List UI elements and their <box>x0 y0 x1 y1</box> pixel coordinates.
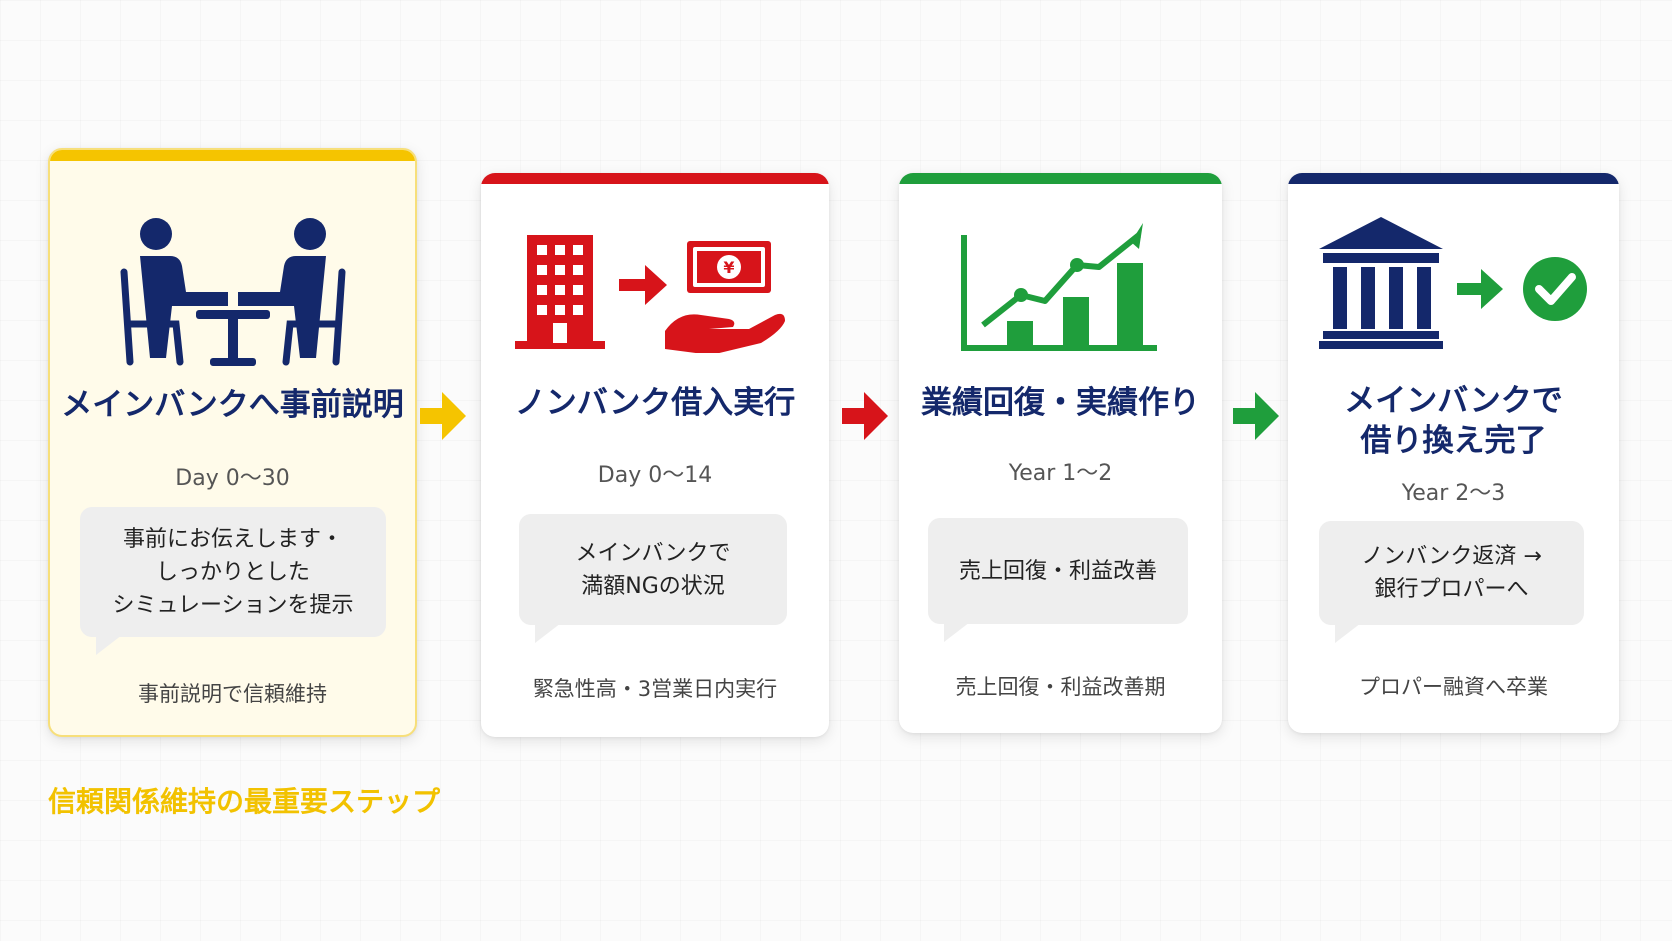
step-card-3-footer: 売上回復・利益改善期 <box>955 675 1166 699</box>
step-card-4-bubble: ノンバンク返済 → 銀行プロパーへ <box>1319 521 1584 643</box>
step-card-2-bubble: メインバンクで 満額NGの状況 <box>519 514 787 643</box>
step-card-2-period: Day 0〜14 <box>597 463 713 488</box>
step-card-2-footer: 緊急性高・3営業日内実行 <box>532 677 778 701</box>
growth-chart-icon <box>899 221 1222 355</box>
step-card-4-title: メインバンクで 借り換え完了 <box>1344 383 1563 459</box>
step-card-4-footer: プロパー融資へ卒業 <box>1359 675 1548 699</box>
step-card-3: 業績回復・実績作り Year 1〜2 売上回復・利益改善 売上回復・利益改善期 <box>899 173 1222 733</box>
step-card-4-period: Year 2〜3 <box>1401 481 1506 506</box>
step-card-2-title: ノンバンク借入実行 <box>514 385 796 421</box>
step-card-4: メインバンクで 借り換え完了 Year 2〜3 ノンバンク返済 → 銀行プロパー… <box>1288 173 1619 733</box>
step-card-1-topbar <box>50 150 415 161</box>
step-card-1-period: Day 0〜30 <box>175 466 290 491</box>
building-to-money-icon: ¥ <box>481 233 829 353</box>
step-card-3-topbar <box>899 173 1222 184</box>
step-card-4-topbar <box>1288 173 1619 184</box>
flow-arrow-1 <box>420 392 466 440</box>
svg-text:¥: ¥ <box>723 258 734 277</box>
step-card-3-period: Year 1〜2 <box>1008 461 1113 486</box>
flow-arrow-2 <box>842 392 888 440</box>
step-card-3-title: 業績回復・実績作り <box>921 385 1200 421</box>
caption: 信頼関係維持の最重要ステップ <box>48 785 441 818</box>
flow-arrow-3 <box>1233 392 1279 440</box>
step-card-1-bubble: 事前にお伝えします・ しっかりとした シミュレーションを提示 <box>80 507 386 655</box>
step-card-2-topbar <box>481 173 829 184</box>
step-card-2: ¥ ノンバンク借入実行 Day 0〜14 メインバンクで 満額NGの状況 緊急性… <box>481 173 829 737</box>
bank-check-icon <box>1288 217 1619 351</box>
step-card-3-bubble: 売上回復・利益改善 <box>928 518 1188 642</box>
step-card-1-title: メインバンクへ事前説明 <box>61 387 404 423</box>
meeting-icon <box>50 212 415 372</box>
step-card-1: メインバンクへ事前説明 Day 0〜30 事前にお伝えします・ しっかりとした … <box>48 148 417 737</box>
step-card-1-footer: 事前説明で信頼維持 <box>138 682 327 706</box>
